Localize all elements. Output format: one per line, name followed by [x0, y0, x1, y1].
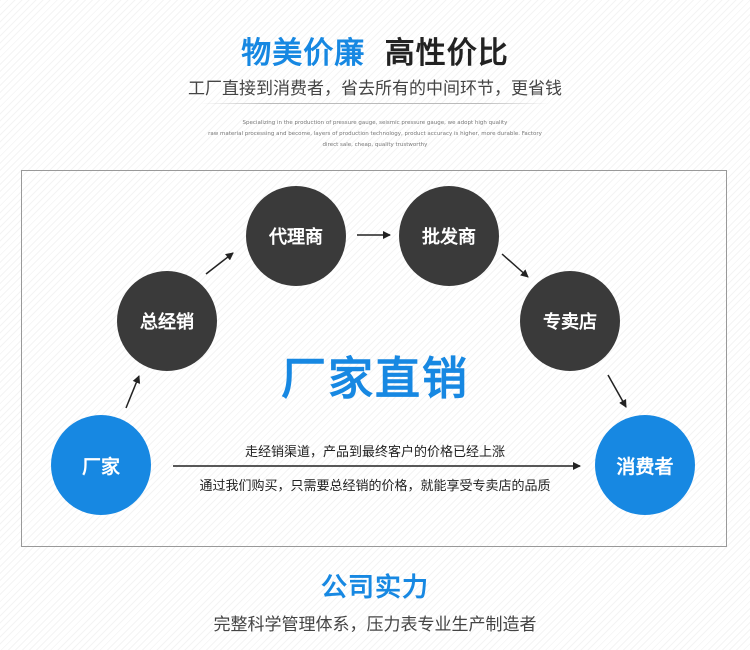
diagram-center-title: 厂家直销	[280, 352, 469, 405]
page-subtitle: 工厂直接到消费者，省去所有的中间环节，更省钱	[188, 79, 562, 99]
arrow-zhuanmaidian-to-xiaofeizhe	[607, 374, 627, 408]
arrow-zongjingxiao-to-dailishang	[205, 252, 234, 275]
arrow-pifashang-to-zhuanmaidian	[501, 253, 529, 278]
fine-print-line: direct sale, cheap, quality trustworthy	[322, 142, 428, 148]
note-above-arrow: 走经销渠道，产品到最终客户的价格已经上涨	[244, 445, 505, 460]
node-zhuanmaidian: 专卖店	[520, 271, 620, 371]
note-below-arrow: 通过我们购买，只需要总经销的价格，就能享受专卖店的品质	[199, 479, 551, 494]
title-part-1: 物美价廉	[241, 36, 366, 71]
section-title: 公司实力	[320, 573, 429, 603]
title-part-2: 高性价比	[384, 36, 509, 71]
section-subtitle: 完整科学管理体系，压力表专业生产制造者	[213, 615, 537, 635]
page-title: 物美价廉 高性价比	[0, 28, 750, 72]
fine-print-line: raw material processing and become, laye…	[208, 131, 542, 137]
node-pifashang: 批发商	[399, 186, 499, 286]
title-divider	[200, 103, 550, 104]
node-dailishang: 代理商	[246, 186, 346, 286]
diagram-frame	[21, 170, 727, 547]
arrow-changjia-to-zongjingxiao	[125, 375, 141, 409]
node-xiaofeizhe: 消费者	[595, 415, 695, 515]
node-zongjingxiao: 总经销	[117, 271, 217, 371]
node-changjia: 厂家	[51, 415, 151, 515]
fine-print-line: Specializing in the production of pressu…	[242, 120, 508, 126]
